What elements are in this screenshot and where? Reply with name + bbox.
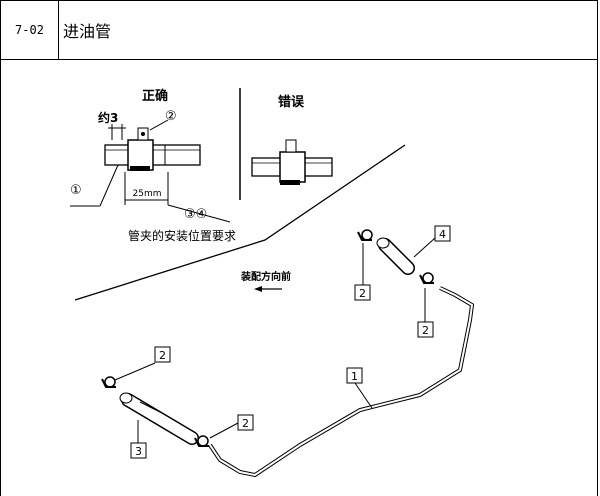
callout-2-top-left: 2: [354, 284, 371, 301]
fuel-pipe-inner: [209, 287, 474, 477]
correct-label: 正确: [142, 88, 168, 104]
callout-3: 3: [130, 442, 147, 459]
wrong-label: 错误: [278, 94, 305, 110]
circle-1-label: ①: [70, 183, 82, 198]
callout-4: 4: [434, 225, 451, 242]
svg-text:1: 1: [351, 370, 358, 383]
diagram-frame: [0, 60, 598, 496]
leader-lines: [114, 237, 436, 443]
circle-34-label: ③④: [184, 207, 207, 222]
clamp-bottom-left: [101, 376, 116, 388]
svg-text:2: 2: [159, 349, 166, 362]
wrong-pipe-detail: [251, 139, 333, 185]
header-bar: 7-02 进油管: [0, 0, 598, 60]
direction-arrow: [254, 286, 282, 292]
approx-label: 约3: [98, 110, 118, 125]
fuel-pipe-outline: [208, 286, 475, 478]
section-code: 7-02: [1, 1, 59, 59]
svg-text:4: 4: [439, 228, 446, 241]
svg-text:2: 2: [359, 287, 366, 300]
svg-text:3: 3: [135, 445, 142, 458]
callout-2-bottom-right: 2: [237, 414, 254, 431]
clamp-bottom-right: [194, 435, 209, 447]
correct-pipe-detail: 25mm: [70, 119, 231, 223]
hose-3: [119, 392, 199, 445]
clamp-top-left: [357, 229, 373, 241]
direction-label: 装配方向前: [240, 270, 291, 283]
dim-25mm: 25mm: [133, 189, 162, 199]
svg-text:2: 2: [242, 417, 249, 430]
clamp-top-right: [419, 272, 434, 284]
divider-line: [74, 144, 406, 301]
callout-2-top-right: 2: [417, 321, 434, 338]
svg-text:2: 2: [422, 324, 429, 337]
hose-4: [376, 237, 415, 275]
caption-text: 管夹的安装位置要求: [128, 228, 236, 243]
circle-2-label: ②: [165, 109, 177, 124]
callout-1: 1: [346, 367, 363, 384]
section-title: 进油管: [63, 22, 112, 41]
callout-2-bottom-left: 2: [154, 346, 171, 363]
